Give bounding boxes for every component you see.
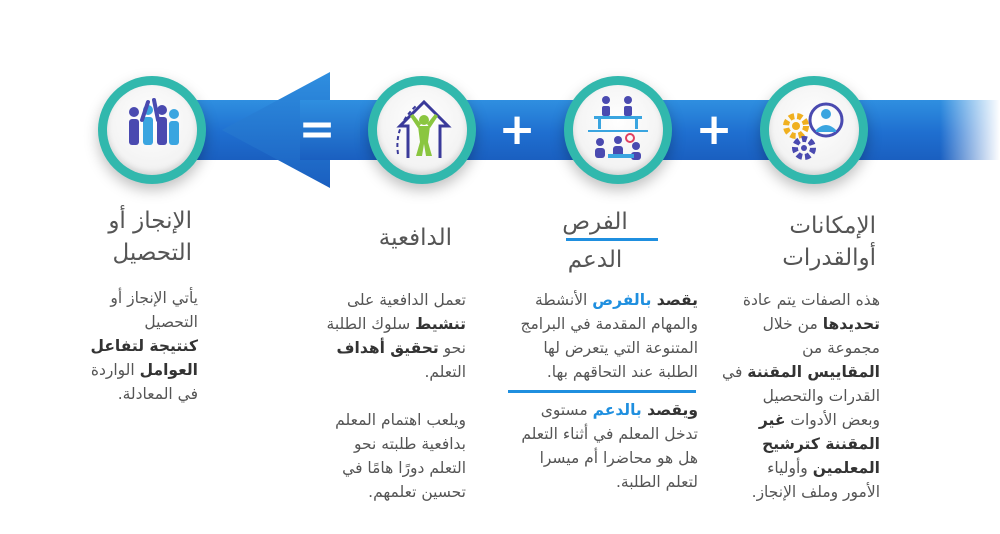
opportunities-divider xyxy=(508,390,696,393)
band-fade xyxy=(940,100,1000,160)
gears-user-icon xyxy=(783,102,844,160)
equals-sign: = xyxy=(298,104,336,155)
opportunities-description: يقصد بالفرص الأنشطة والمهام المقدمة في ا… xyxy=(520,291,698,381)
achievement-title: الإنجاز أو التحصيل xyxy=(108,208,192,266)
motivation-description: تعمل الدافعية على تنشيط سلوك الطلبة نحو … xyxy=(326,291,466,501)
opportunities-title: الفرص xyxy=(562,209,628,235)
classroom-meeting-icon xyxy=(588,96,648,160)
capabilities-description: هذه الصفات يتم عادة تحديدها من خلال مجمو… xyxy=(722,291,880,501)
opportunities-circle xyxy=(564,76,672,184)
capabilities-circle xyxy=(760,76,868,184)
achievement-circle xyxy=(98,76,206,184)
opportunities-title-rule xyxy=(566,238,658,241)
motivation-title: الدافعية xyxy=(378,225,452,251)
motivation-circle xyxy=(368,76,476,184)
person-growth-arrow-icon xyxy=(396,99,452,158)
achievement-description: يأتي الإنجاز أو التحصيل كنتيجة لتفاعل ال… xyxy=(90,289,198,403)
opportunities-subtitle: الدعم xyxy=(567,247,623,273)
capabilities-title: الإمكانات أوالقدرات xyxy=(782,213,876,271)
plus-sign-1: + xyxy=(498,104,536,155)
support-description: ويقصد بالدعم مستوى تدخل المعلم في أثناء … xyxy=(521,401,698,491)
plus-sign-2: + xyxy=(695,104,733,155)
team-celebration-icon xyxy=(129,98,179,145)
